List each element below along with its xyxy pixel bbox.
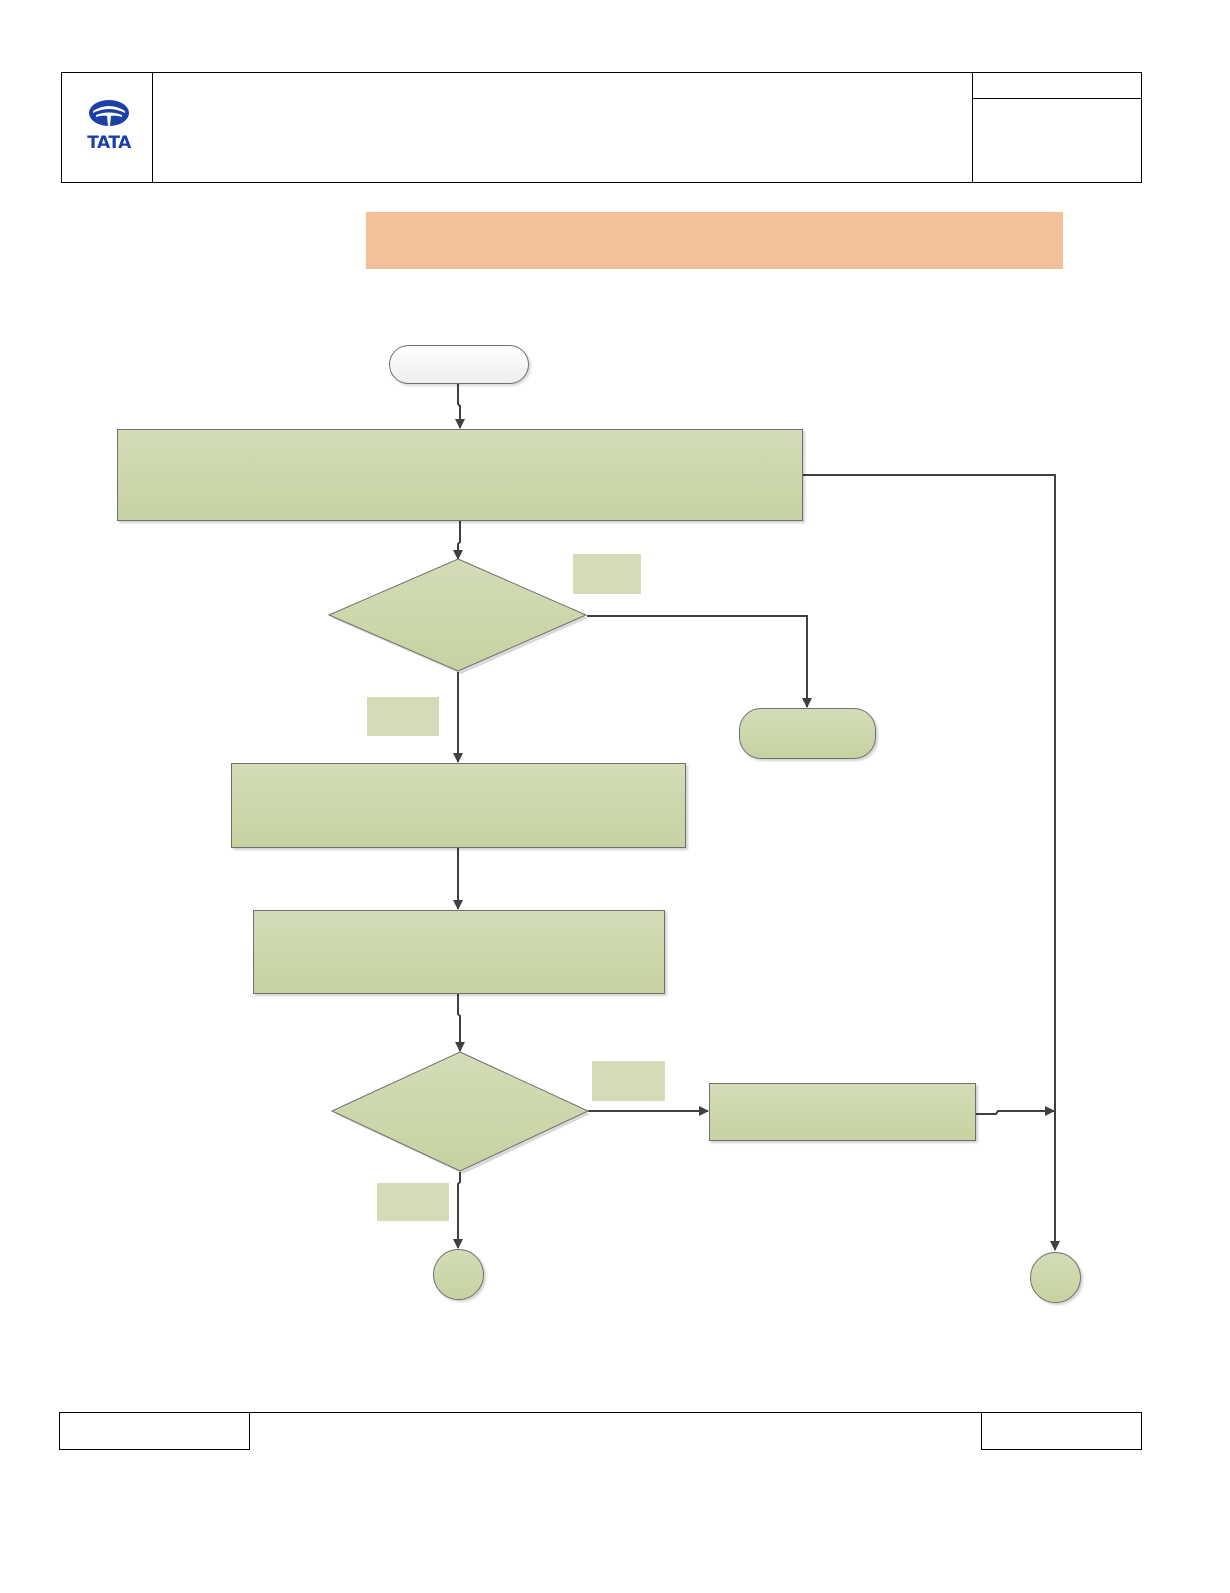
- connector-circle-left: [433, 1249, 484, 1300]
- decision2-diamond: [330, 1051, 590, 1174]
- tata-logo-icon: [89, 100, 129, 126]
- arrow-step1-to-decision1: [453, 521, 463, 560]
- footer-left-cell: [59, 1412, 250, 1450]
- decision1-branch-tag-right: [573, 554, 641, 594]
- decision1-branch-tag-down: [367, 697, 439, 736]
- footer-divider-line: [250, 1412, 982, 1413]
- connector-circle-right: [1030, 1252, 1081, 1303]
- header-right-cell: [972, 72, 1142, 183]
- start-terminator: [389, 345, 529, 384]
- decision1-label: [390, 590, 528, 642]
- arrow-decision1-to-end1: [587, 615, 812, 708]
- decision2-branch-tag-right: [592, 1061, 665, 1101]
- decision1-diamond: [328, 558, 588, 674]
- header-right-divider: [972, 98, 1142, 99]
- arrow-decision2-to-connector1: [453, 1172, 463, 1249]
- arrow-start-to-step1: [455, 384, 465, 429]
- logo-text: TATA: [87, 133, 131, 153]
- decision2-branch-tag-down: [377, 1183, 449, 1221]
- process-step2: [231, 763, 686, 848]
- section-banner: [366, 212, 1063, 269]
- footer-right-cell: [981, 1412, 1142, 1450]
- end-terminator: [739, 708, 876, 759]
- process-step1: [117, 429, 803, 521]
- footer-middle-text: [250, 1414, 981, 1448]
- process-step4: [709, 1083, 976, 1141]
- header-frame: [61, 72, 1142, 183]
- process-step3: [253, 910, 665, 994]
- arrow-step3-to-decision2: [455, 994, 465, 1052]
- arrow-step1-to-connector2: [803, 474, 1060, 1251]
- decision2-label: [392, 1085, 530, 1137]
- arrow-step4-to-rightline: [976, 1106, 1055, 1116]
- header-logo-cell: [61, 72, 153, 183]
